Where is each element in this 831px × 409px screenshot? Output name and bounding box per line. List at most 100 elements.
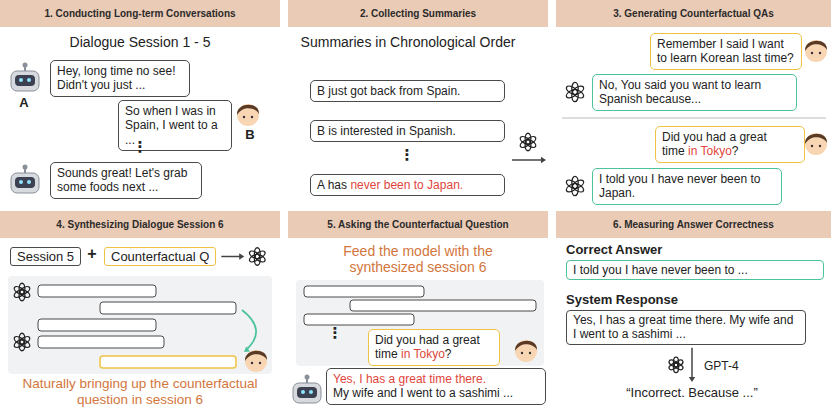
box-text: Yes, I has a great time there. bbox=[333, 372, 539, 386]
logo-petal bbox=[13, 335, 26, 346]
box-text: never been to Japan. bbox=[350, 178, 463, 192]
hair bbox=[237, 105, 259, 115]
box-text: Yes, I has a great time there. My wife a… bbox=[573, 313, 793, 341]
verdict: “Incorrect. Because ...” bbox=[582, 386, 802, 401]
eye bbox=[243, 116, 245, 118]
empty-bubble bbox=[100, 356, 236, 368]
box-heading: System Response bbox=[566, 292, 806, 307]
arrow-head bbox=[689, 377, 695, 382]
header-text: 2. Collecting Summaries bbox=[360, 8, 476, 19]
box-text: in Tokyo bbox=[401, 347, 445, 361]
ellipsis: ⋮ bbox=[125, 138, 155, 155]
chat-bubble: Hey, long time no see! Didn't you just .… bbox=[50, 60, 190, 97]
logo-petal bbox=[668, 359, 679, 368]
header-text: 5. Asking the Counterfactual Question bbox=[327, 219, 508, 230]
header-text: 1. Conducting Long-term Conversations bbox=[44, 8, 235, 19]
panel-header: 5. Asking the Counterfactual Question bbox=[288, 211, 548, 238]
person-icon bbox=[237, 104, 259, 126]
robot-eye bbox=[19, 180, 23, 184]
header-text: 3. Generating Counterfactual QAs bbox=[613, 8, 774, 19]
eye bbox=[811, 52, 813, 54]
curved-arrow bbox=[242, 310, 256, 350]
model-label: GPT-4 bbox=[704, 360, 764, 374]
logo-petal bbox=[565, 178, 579, 190]
robot-eye bbox=[301, 390, 305, 394]
summary-box: B just got back from Spain. bbox=[310, 80, 505, 102]
box-text: I told you I have never been to Japan. bbox=[599, 172, 760, 200]
arrow-line bbox=[221, 256, 241, 258]
answer-block: Correct Answer I told you I have never be… bbox=[566, 242, 824, 280]
antenna-tip bbox=[23, 165, 28, 170]
ellipsis: ⋮ bbox=[320, 324, 350, 341]
empty-bubble bbox=[38, 285, 156, 297]
empty-bubble bbox=[38, 319, 156, 331]
robot-icon bbox=[293, 375, 321, 404]
person-icon bbox=[245, 350, 267, 372]
empty-bubble bbox=[100, 302, 236, 314]
robot-screen bbox=[297, 387, 317, 398]
logo-petal bbox=[13, 285, 26, 296]
arrow-head bbox=[541, 157, 546, 163]
answer-block: System ResponseYes, I has a great time t… bbox=[566, 292, 806, 345]
robot-head bbox=[11, 71, 39, 91]
response-bubble: Yes, I has a great time there.My wife an… bbox=[326, 368, 546, 405]
answer-bubble: I told you I have never been to Japan. bbox=[592, 168, 782, 205]
robot-screen bbox=[15, 75, 35, 86]
empty-bubble bbox=[304, 314, 414, 325]
separator bbox=[562, 118, 826, 119]
empty-bubble bbox=[350, 300, 536, 311]
logo-petal bbox=[519, 135, 532, 146]
question-box: Counterfactual Q bbox=[104, 247, 216, 266]
gpt-logo bbox=[668, 357, 684, 373]
person-icon bbox=[515, 340, 537, 362]
face bbox=[237, 104, 259, 126]
speaker-label: B bbox=[240, 128, 260, 143]
eye bbox=[811, 145, 813, 147]
note: Feed the model with the synthesized sess… bbox=[312, 243, 524, 275]
box-text: B just got back from Spain. bbox=[317, 84, 460, 98]
robot-icon bbox=[11, 165, 39, 194]
note: Naturally bringing up the counterfactual… bbox=[8, 376, 272, 407]
hair bbox=[515, 341, 537, 351]
arrow-line bbox=[691, 348, 693, 379]
gpt-logo bbox=[248, 248, 266, 265]
person-icon bbox=[805, 40, 827, 62]
arrow-head bbox=[239, 253, 244, 259]
summary-box: A hasnever been to Japan. bbox=[310, 174, 505, 196]
gpt-logo bbox=[13, 333, 31, 350]
box-text: ? bbox=[445, 347, 452, 361]
face bbox=[805, 133, 827, 155]
robot-eye bbox=[27, 180, 31, 184]
answer-box: Yes, I has a great time there. My wife a… bbox=[566, 310, 806, 345]
gpt-logo bbox=[565, 176, 585, 195]
box-text: Sounds great! Let's grab some foods next… bbox=[57, 166, 187, 194]
box-text: Counterfactual Q bbox=[111, 249, 209, 264]
logo-petal bbox=[248, 250, 261, 261]
box-text: Hey, long time no see! Didn't you just .… bbox=[57, 64, 176, 92]
eye bbox=[251, 362, 253, 364]
box-text: ? bbox=[732, 144, 739, 158]
eye bbox=[819, 52, 821, 54]
answer-box: I told you I have never been to ... bbox=[566, 260, 824, 280]
hair bbox=[245, 351, 267, 361]
eye bbox=[529, 352, 531, 354]
header-text: 4. Synthesizing Dialogue Session 6 bbox=[56, 219, 223, 230]
empty-bubble bbox=[304, 286, 424, 297]
box-text: No, You said you want to learn Spanish b… bbox=[599, 78, 761, 106]
robot-eye bbox=[27, 78, 31, 82]
arrow-head bbox=[244, 346, 250, 352]
empty-bubble bbox=[38, 336, 164, 348]
gpt-logo bbox=[13, 283, 31, 300]
box-heading: Correct Answer bbox=[566, 242, 824, 257]
section-title: Dialogue Session 1 - 5 bbox=[0, 34, 280, 50]
ellipsis: ⋮ bbox=[392, 146, 422, 163]
speaker-label: A bbox=[14, 96, 34, 111]
hair bbox=[805, 134, 827, 144]
question-bubble: Remember I said I want to learn Korean l… bbox=[650, 33, 802, 70]
panel-header: 1. Conducting Long-term Conversations bbox=[0, 0, 280, 27]
face bbox=[245, 350, 267, 372]
eye bbox=[259, 362, 261, 364]
chat-bubble: Sounds great! Let's grab some foods next… bbox=[50, 162, 202, 199]
robot-head bbox=[293, 383, 321, 403]
